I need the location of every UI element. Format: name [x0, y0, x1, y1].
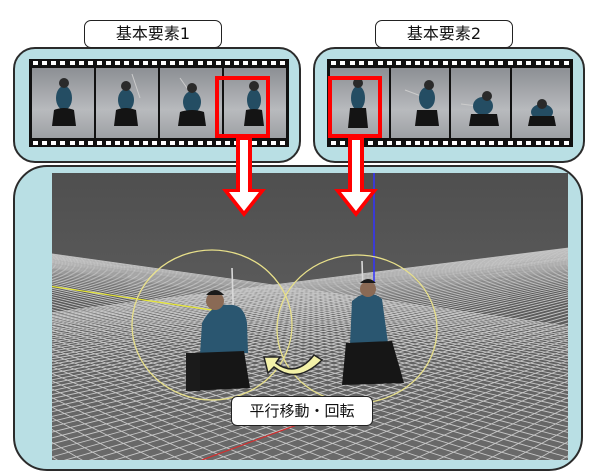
arrow-element2-down — [334, 137, 378, 217]
arrow-element1-down — [222, 137, 266, 217]
element2-selected-frame-highlight — [328, 76, 382, 138]
filmstrip-1-frame — [32, 68, 94, 138]
left-kendo-figure — [186, 267, 250, 391]
y-axis-line — [201, 422, 303, 460]
filmstrip-1-frame — [160, 68, 222, 138]
grid-floor — [52, 173, 568, 460]
element1-label: 基本要素1 — [84, 20, 222, 48]
filmstrip-1 — [29, 59, 289, 147]
element1-selected-frame-highlight — [215, 76, 270, 138]
left-rotation-circle — [131, 249, 293, 401]
filmstrip-1-frame — [96, 68, 158, 138]
filmstrip-2-frame — [390, 68, 449, 138]
curved-arrow — [263, 354, 324, 376]
operation-label: 平行移動・回転 — [231, 396, 373, 426]
element2-label: 基本要素2 — [375, 20, 513, 48]
filmstrip-2 — [327, 59, 573, 147]
composite-3d-scene — [52, 173, 568, 460]
filmstrip-2-frame — [451, 68, 510, 138]
filmstrip-2-frame — [511, 68, 570, 138]
right-kendo-figure — [342, 260, 404, 385]
